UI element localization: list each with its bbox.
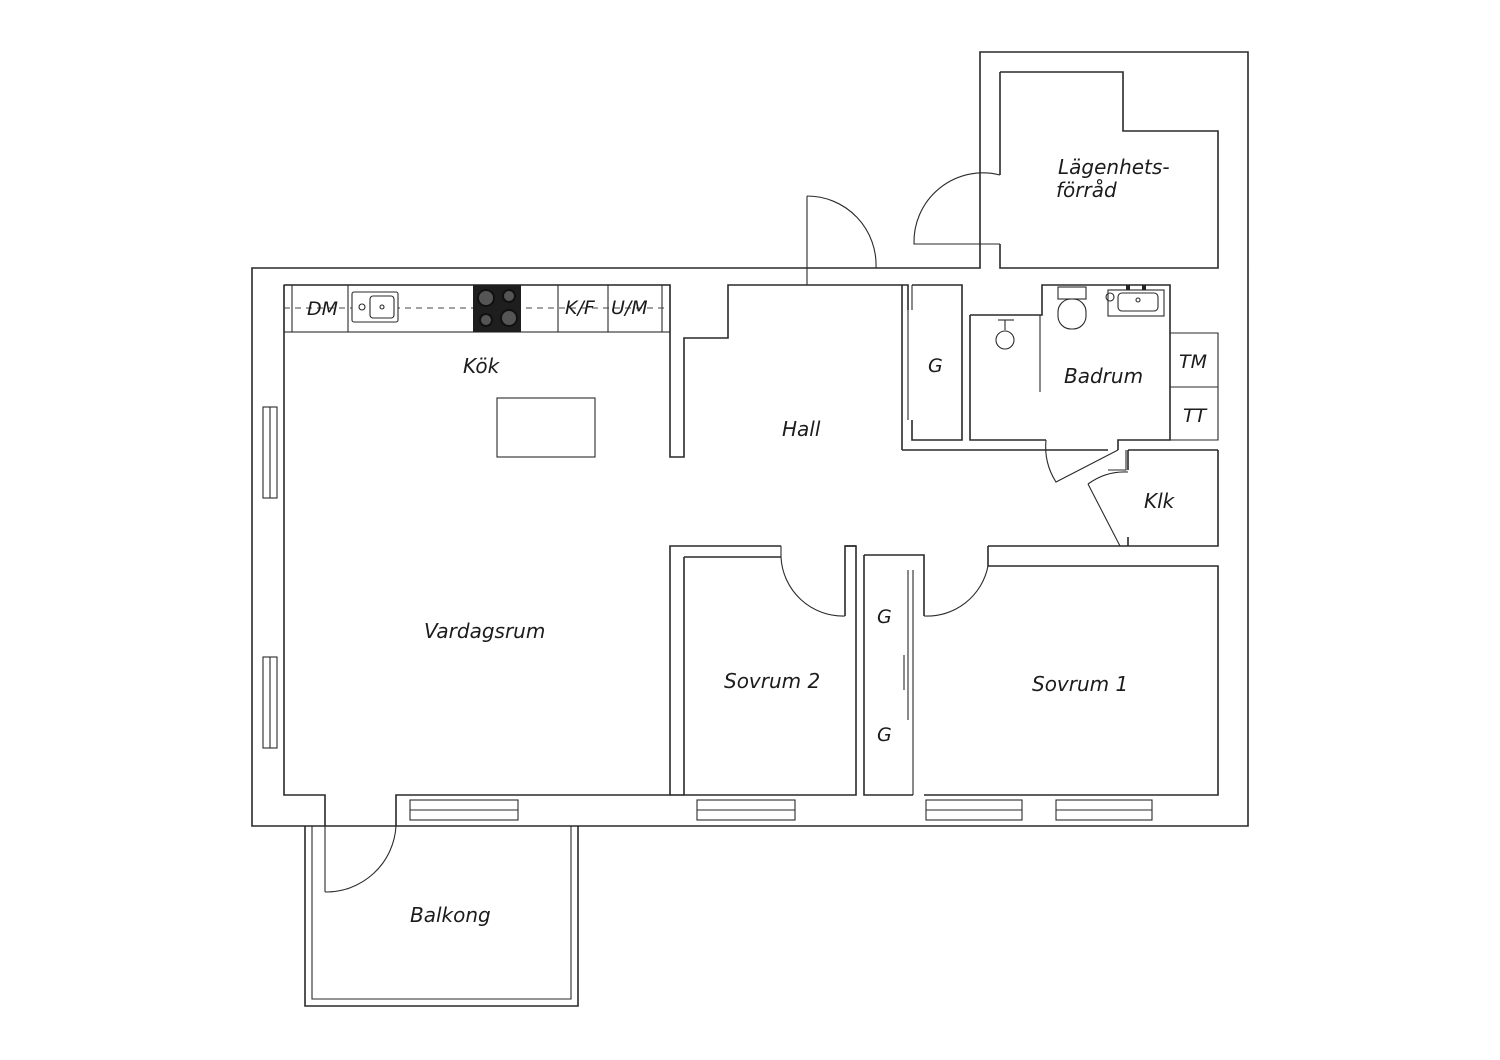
balcony-door bbox=[324, 825, 397, 893]
room-label-klk: Klk bbox=[1144, 489, 1176, 513]
bathroom-door bbox=[1045, 439, 1119, 483]
fixture-label-kf: K/F bbox=[565, 297, 596, 319]
interior-doors bbox=[324, 285, 1129, 893]
balcony bbox=[304, 826, 579, 1007]
fixture-label-tt: TT bbox=[1183, 405, 1208, 427]
room-label-vardagsrum: Vardagsrum bbox=[424, 619, 545, 643]
wardrobe-sliding-door bbox=[903, 570, 914, 795]
storage-door-swing bbox=[913, 172, 1001, 245]
room-label-hall: Hall bbox=[782, 417, 821, 441]
fixture-label-g-lower: G bbox=[877, 724, 892, 746]
sovrum2-door bbox=[780, 546, 846, 617]
fixture-label-g-hall: G bbox=[928, 355, 943, 377]
bathroom-fixtures bbox=[995, 285, 1165, 392]
kitchen-island bbox=[496, 397, 596, 458]
exterior-walls bbox=[251, 51, 1249, 827]
sovrum1-door bbox=[923, 565, 989, 617]
entrance-door bbox=[806, 195, 877, 285]
room-label-sovrum1: Sovrum 1 bbox=[1032, 672, 1128, 696]
closet-sliding-door bbox=[907, 285, 913, 420]
fixture-label-g-upper: G bbox=[877, 606, 892, 628]
klk-door bbox=[1087, 471, 1129, 547]
room-label-sovrum2: Sovrum 2 bbox=[724, 669, 820, 693]
interior-walls bbox=[283, 284, 1219, 826]
labels: Kök Hall Vardagsrum Sovrum 2 Sovrum 1 Ba… bbox=[307, 155, 1208, 927]
room-label-kok: Kök bbox=[463, 354, 501, 378]
washbasin-icon bbox=[1105, 285, 1165, 317]
room-label-forrad-2: förråd bbox=[1056, 178, 1117, 202]
storage-room bbox=[913, 71, 1219, 269]
room-label-balkong: Balkong bbox=[410, 903, 491, 927]
stove-icon bbox=[473, 285, 521, 332]
windows bbox=[262, 406, 1153, 821]
fixture-label-tm: TM bbox=[1179, 351, 1207, 373]
shower-icon bbox=[995, 315, 1041, 392]
fixture-label-dm: DM bbox=[307, 298, 338, 320]
room-label-forrad-1: Lägenhets- bbox=[1058, 155, 1170, 179]
fixture-label-um: U/M bbox=[611, 297, 648, 319]
sink-icon bbox=[351, 291, 399, 323]
toilet-icon bbox=[1057, 286, 1087, 330]
kitchen-counter bbox=[283, 284, 671, 333]
room-label-badrum: Badrum bbox=[1064, 364, 1143, 388]
